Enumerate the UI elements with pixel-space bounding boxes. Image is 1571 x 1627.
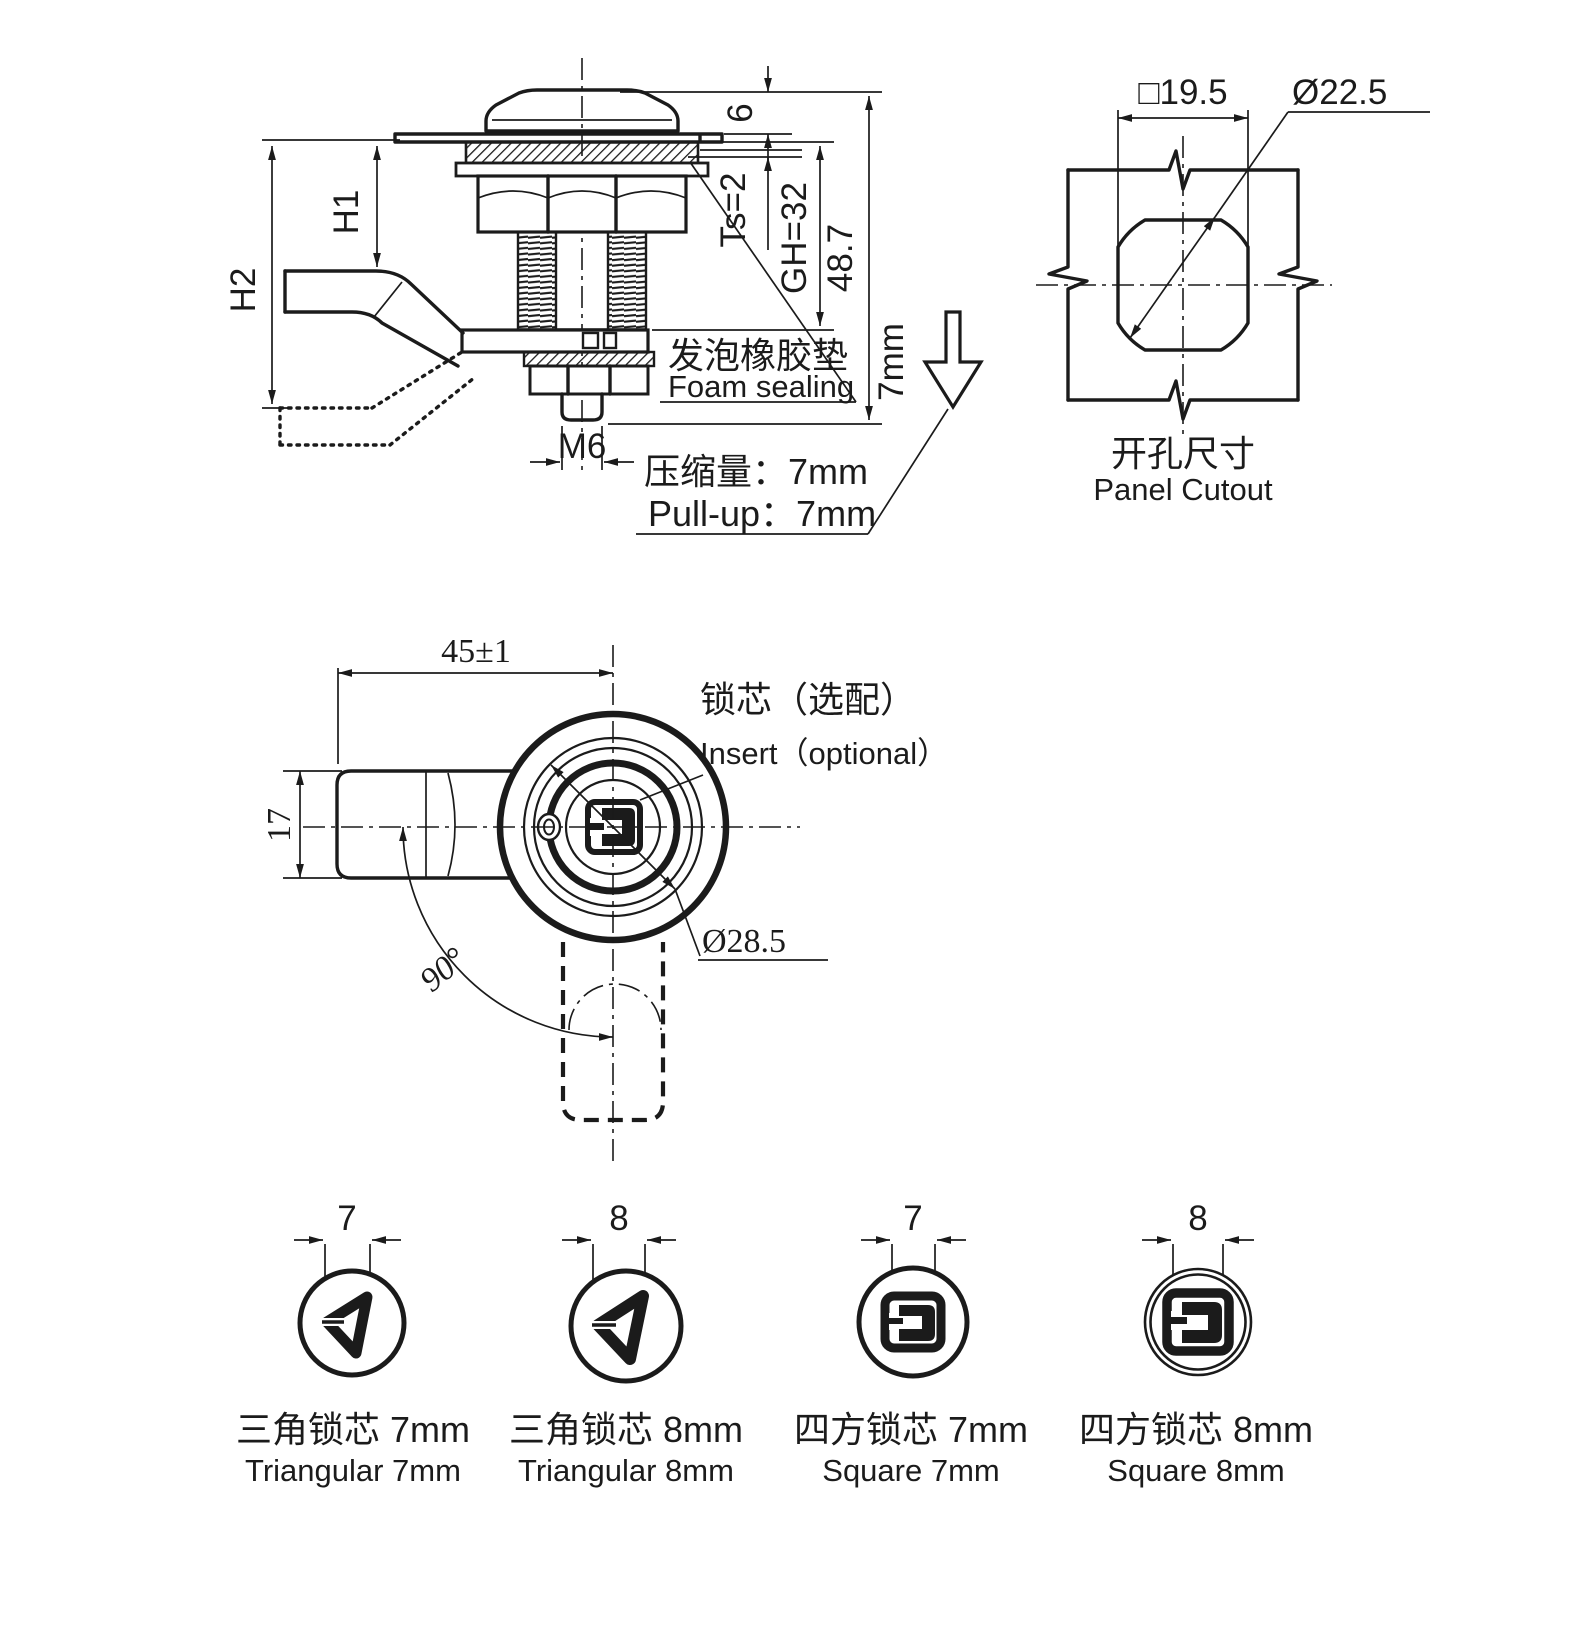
triangular-insert-icon [297, 1268, 407, 1378]
insert-variants: 7 三角锁芯 7mm Triangular 7mm 8 三角锁芯 8mm Tri… [236, 1199, 1313, 1488]
pullup-leader [636, 408, 949, 535]
insert-dim: 8 [1188, 1199, 1207, 1238]
cam-arm [283, 269, 465, 368]
m6-stud [560, 392, 604, 422]
insert-dim: 7 [903, 1199, 922, 1238]
panel-cutout-title-cn: 开孔尺寸 [1111, 433, 1255, 474]
flat-washer [454, 161, 710, 178]
insert-leader [639, 774, 704, 801]
insert-card-square-7: 7 四方锁芯 7mm Square 7mm [794, 1199, 1028, 1488]
compression-label: 压缩量：7mm [644, 451, 868, 492]
hex-nut-bottom [528, 364, 650, 396]
insert-option-label-cn: 锁芯（选配） [700, 679, 916, 720]
insert-label-en: Triangular 8mm [518, 1453, 734, 1488]
dim-285-leader [550, 764, 828, 961]
dim-225-leader [1129, 111, 1430, 339]
lower-serrated-washer [522, 350, 656, 368]
dim-travel: 7mm [872, 323, 911, 401]
extension-lines [262, 91, 882, 470]
insert-label-en: Triangular 7mm [245, 1453, 461, 1488]
insert-label-cn: 四方锁芯 7mm [794, 1409, 1028, 1450]
foam-sealing-leader [660, 161, 857, 403]
insert-label-cn: 四方锁芯 8mm [1079, 1409, 1313, 1450]
foam-gasket [464, 140, 700, 165]
panel-cutout-title-en: Panel Cutout [1093, 472, 1273, 507]
compression-direction-arrow-icon [922, 310, 984, 411]
top-view: 45±1 17 90° Ø28.5 锁芯（选配） Insert（optional… [261, 633, 948, 1165]
insert-dim: 7 [337, 1199, 356, 1238]
insert-label-cn: 三角锁芯 7mm [236, 1409, 470, 1450]
side-view: H2 H1 6 Ts=2 GH=32 48.7 7mm M6 发泡橡胶垫 Foa… [224, 58, 984, 535]
cap-dome [484, 88, 680, 133]
insert-dim: 8 [609, 1199, 628, 1238]
cutout-hole [1116, 218, 1250, 352]
dim-thread-size: M6 [558, 427, 607, 466]
dim-square-cutout: □19.5 [1138, 73, 1227, 112]
insert-card-triangular-7: 7 三角锁芯 7mm Triangular 7mm [236, 1199, 470, 1488]
foam-sealing-label-cn: 发泡橡胶垫 [668, 335, 848, 376]
insert-card-square-8: 8 四方锁芯 8mm Square 8mm [1079, 1199, 1313, 1488]
insert-label-en: Square 7mm [822, 1453, 999, 1488]
insert-option-label-en: Insert（optional） [700, 736, 948, 771]
triangular-insert-icon [568, 1268, 684, 1384]
handle [335, 769, 515, 880]
dim-rotation-angle: 90° [413, 940, 474, 999]
insert-label-cn: 三角锁芯 8mm [509, 1409, 743, 1450]
pullup-label: Pull-up：7mm [648, 493, 876, 534]
dim-seal-thickness: Ts=2 [714, 173, 753, 248]
foam-sealing-label-en: Foam sealing [668, 369, 854, 404]
dim-body-width: 45±1 [441, 633, 511, 670]
dim-cutout-diameter: Ø22.5 [1292, 73, 1387, 112]
dim-arc-90 [399, 826, 614, 1041]
cam-plate [460, 328, 650, 354]
dim-flange-diameter: Ø28.5 [702, 923, 786, 960]
hex-nut-top [476, 174, 688, 234]
insert-card-triangular-8: 8 三角锁芯 8mm Triangular 8mm [509, 1199, 743, 1488]
insert-label-en: Square 8mm [1107, 1453, 1284, 1488]
panel-plate [1047, 149, 1319, 421]
dim-handle-width: 17 [261, 808, 298, 842]
dim-overall-height: 48.7 [821, 224, 860, 292]
dim-h2: H2 [224, 268, 263, 313]
cam-arm-phantom [278, 350, 476, 447]
dim-h1: H1 [327, 190, 366, 235]
panel-cutout-view: □19.5 Ø22.5 开孔尺寸 Panel Cutout [1036, 73, 1430, 507]
dim-grip-length: GH=32 [775, 182, 814, 294]
dim-cap-height: 6 [721, 103, 760, 122]
